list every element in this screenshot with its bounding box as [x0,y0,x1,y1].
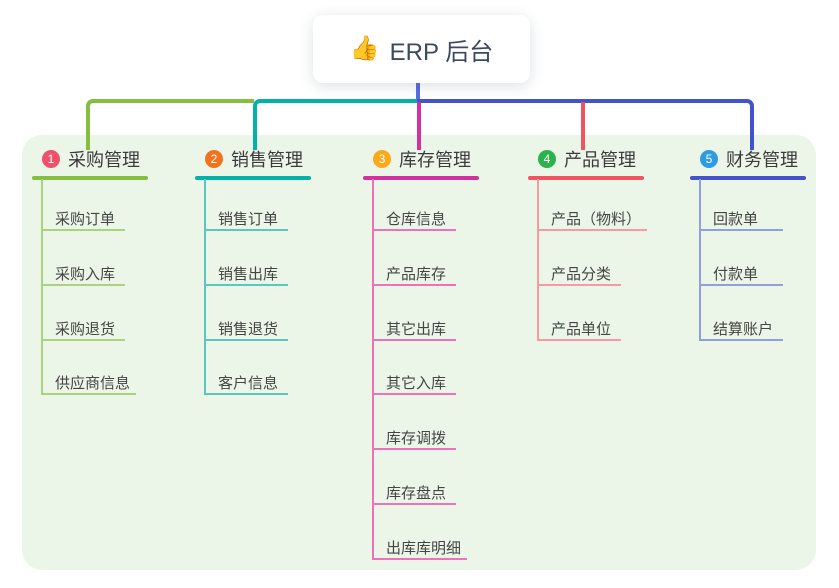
root-node[interactable]: 👍 ERP 后台 [313,15,530,83]
branch-heading[interactable]: 2 销售管理 [195,148,311,170]
child-node[interactable]: 产品分类 [537,265,621,286]
branch-label: 库存管理 [399,150,471,170]
child-node[interactable]: 采购退货 [41,320,125,341]
child-node[interactable]: 产品（物料） [537,210,648,231]
branch-heading[interactable]: 4 产品管理 [528,148,644,170]
branch-trunk-line [537,179,539,341]
connector-branch-4 [581,102,585,150]
child-node[interactable]: 出库库明细 [372,539,468,560]
child-node[interactable]: 结算账户 [699,320,783,341]
branch-trunk-line [372,179,374,560]
branch-number-badge: 5 [700,150,718,168]
branch-heading[interactable]: 1 采购管理 [32,148,148,170]
branch-trunk-line [204,179,206,396]
branch-1: 1 采购管理 采购订单采购入库采购退货供应商信息 [32,148,148,396]
background-panel [22,135,816,570]
child-node[interactable]: 产品库存 [372,265,456,286]
branch-4: 4 产品管理 产品（物料） 产品分类产品单位 [528,148,648,341]
child-node[interactable]: 采购订单 [41,210,125,231]
root-label: ERP 后台 [389,38,494,66]
child-node[interactable]: 销售订单 [204,210,288,231]
child-node[interactable]: 客户信息 [204,374,288,396]
branch-5: 5 财务管理 回款单付款单结算账户 [690,148,806,341]
branch-underline [195,176,311,180]
child-node[interactable]: 产品单位 [537,320,621,341]
connector-branch-3 [417,102,421,150]
branch-trunk-line [699,179,701,341]
connector-branch-5 [417,99,754,150]
child-node[interactable]: 仓库信息 [372,210,456,231]
child-node[interactable]: 采购入库 [41,265,125,286]
child-node[interactable]: 其它出库 [372,320,456,341]
child-node[interactable]: 销售退货 [204,320,288,341]
branch-number-badge: 3 [373,150,391,168]
branch-2: 2 销售管理 销售订单销售出库销售退货客户信息 [195,148,311,396]
branch-heading[interactable]: 5 财务管理 [690,148,806,170]
child-node[interactable]: 供应商信息 [41,374,137,396]
child-node[interactable]: 销售出库 [204,265,288,286]
child-node[interactable]: 回款单 [699,210,783,231]
child-node[interactable]: 付款单 [699,265,783,286]
branch-underline [690,176,806,180]
child-node[interactable]: 其它入库 [372,374,456,396]
root-connector-line [416,82,420,102]
branch-underline [528,176,644,180]
connector-branch-2 [253,99,420,150]
branch-label: 财务管理 [726,150,798,170]
branch-trunk-line [41,179,43,396]
branch-number-badge: 4 [538,150,556,168]
branch-number-badge: 1 [42,150,60,168]
thumbs-up-icon: 👍 [349,35,380,62]
branch-label: 产品管理 [564,150,636,170]
connector-branch-1 [86,99,254,150]
branch-underline [32,176,148,180]
branch-label: 采购管理 [68,150,140,170]
child-node[interactable]: 库存调拨 [372,429,456,451]
branch-underline [363,176,479,180]
branch-label: 销售管理 [231,150,303,170]
child-node[interactable]: 库存盘点 [372,484,456,505]
branch-number-badge: 2 [205,150,223,168]
branch-heading[interactable]: 3 库存管理 [363,148,479,170]
branch-3: 3 库存管理 仓库信息产品库存其它出库其它入库库存调拨库存盘点出库库明细 [363,148,479,560]
